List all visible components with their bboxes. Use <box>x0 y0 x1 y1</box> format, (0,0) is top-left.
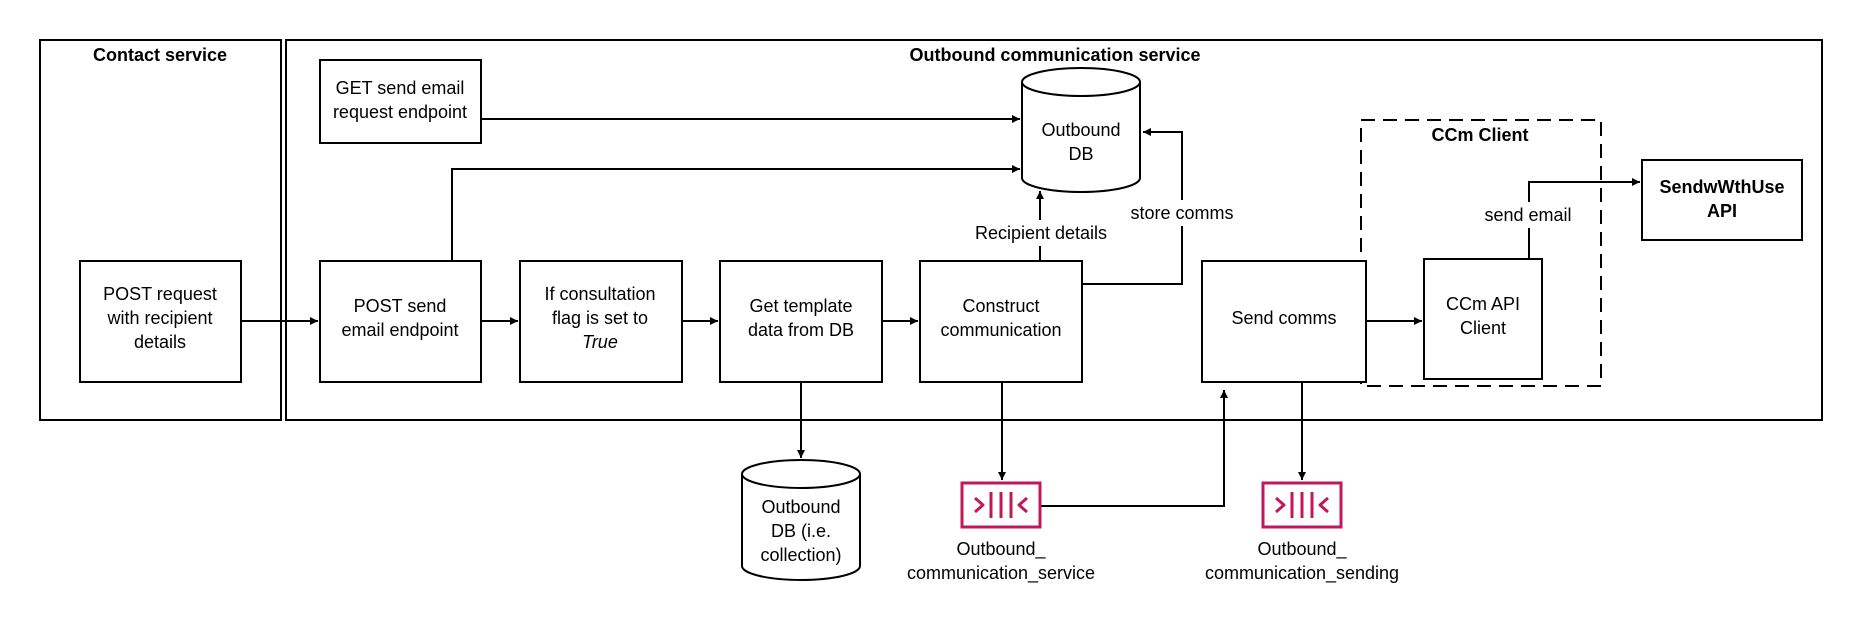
send-email-label-bg <box>1472 202 1584 228</box>
get-endpoint-line-1: GET send email <box>336 78 465 98</box>
contact-service-title: Contact service <box>93 45 227 65</box>
outbound-db-line-1: Outbound <box>1041 120 1120 140</box>
consultation-flag-box: If consultation flag is set to True <box>519 260 683 383</box>
edge-ccm-to-sendwith <box>1528 178 1640 259</box>
store-comms-label-bg <box>1120 200 1244 226</box>
edge-post-endpoint-to-db <box>451 165 1020 261</box>
construct-communication-box: Construct communication <box>919 260 1083 383</box>
recipient-details-label-bg <box>964 220 1122 246</box>
sendwith-api-line-1: SendwWthUse <box>1659 177 1784 197</box>
post-request-line-3: details <box>134 332 186 352</box>
get-endpoint-box: GET send email request endpoint <box>319 59 482 144</box>
outbound-db-line-2: DB <box>1068 144 1093 164</box>
store-comms-label: store comms <box>1130 203 1233 223</box>
queue-icon <box>960 481 1042 529</box>
get-template-box: Get template data from DB <box>719 260 883 383</box>
edge-queue-to-send-comms <box>1040 390 1228 507</box>
consultation-flag-line-2: flag is set to <box>552 308 648 328</box>
outbound-service-group: Outbound communication service <box>285 39 1823 421</box>
queue-outbound-service-line-2: communication_service <box>907 563 1095 584</box>
ccm-api-line-2: Client <box>1460 318 1506 338</box>
queue-outbound-sending-line-1: Outbound_ <box>1257 539 1347 560</box>
construct-line-1: Construct <box>962 296 1039 316</box>
post-request-box: POST request with recipient details <box>79 260 242 383</box>
post-request-line-1: POST request <box>103 284 217 304</box>
send-comms-label: Send comms <box>1231 308 1336 328</box>
ccm-api-line-1: CCm API <box>1446 294 1520 314</box>
ccm-client-group: CCm Client <box>1360 119 1602 387</box>
edges <box>241 115 1640 507</box>
queue-outbound-sending-line-2: communication_sending <box>1205 563 1399 584</box>
post-request-line-2: with recipient <box>106 308 212 328</box>
queue-icon <box>1261 481 1343 529</box>
send-comms-box: Send comms <box>1201 260 1367 383</box>
sendwith-api-line-2: API <box>1707 201 1737 221</box>
get-endpoint-line-2: request endpoint <box>333 102 467 122</box>
outbound-db-collection-line-2: DB (i.e. <box>771 521 831 541</box>
outbound-db-collection-line-3: collection) <box>760 545 841 565</box>
post-endpoint-line-2: email endpoint <box>341 320 458 340</box>
recipient-details-label: Recipient details <box>975 223 1107 243</box>
ccm-api-client-box: CCm API Client <box>1423 258 1543 380</box>
post-endpoint-box: POST send email endpoint <box>319 260 482 383</box>
contact-service-group: Contact service <box>39 39 282 421</box>
construct-line-2: communication <box>940 320 1061 340</box>
consultation-flag-line-1: If consultation <box>544 284 655 304</box>
send-email-label: send email <box>1484 205 1571 225</box>
get-template-line-2: data from DB <box>748 320 854 340</box>
outbound-db-collection-cylinder: Outbound DB (i.e. collection) <box>741 459 861 581</box>
queue-outbound-service-line-1: Outbound_ <box>956 539 1046 560</box>
queue-outbound-service: Outbound_ communication_service <box>907 481 1095 584</box>
outbound-service-title: Outbound communication service <box>909 45 1200 65</box>
consultation-flag-line-3: True <box>582 332 618 352</box>
queue-outbound-sending: Outbound_ communication_sending <box>1205 481 1399 584</box>
post-endpoint-line-1: POST send <box>354 296 447 316</box>
outbound-db-collection-line-1: Outbound <box>761 497 840 517</box>
outbound-db-cylinder: Outbound DB <box>1021 67 1141 193</box>
ccm-client-title: CCm Client <box>1431 125 1528 145</box>
sendwith-api-box: SendwWthUse API <box>1641 159 1803 241</box>
get-template-line-1: Get template <box>749 296 852 316</box>
